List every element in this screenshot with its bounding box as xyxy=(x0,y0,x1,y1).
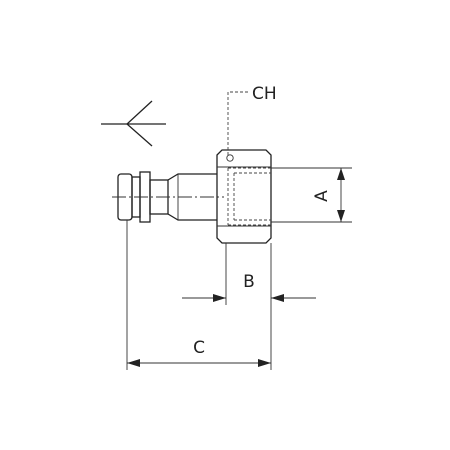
ch-leader: CH xyxy=(227,84,277,155)
flow-direction-arrow-icon xyxy=(101,100,166,147)
dimension-a: A xyxy=(271,167,352,223)
hex-nut xyxy=(216,149,272,244)
dimension-b: B xyxy=(182,243,316,305)
dimension-c: C xyxy=(126,220,272,370)
marking-dot xyxy=(226,154,234,162)
a-label: A xyxy=(312,190,332,202)
ch-label: CH xyxy=(252,84,277,104)
b-label: B xyxy=(243,272,255,292)
plug-nipple xyxy=(112,171,224,223)
c-label: C xyxy=(193,338,205,358)
